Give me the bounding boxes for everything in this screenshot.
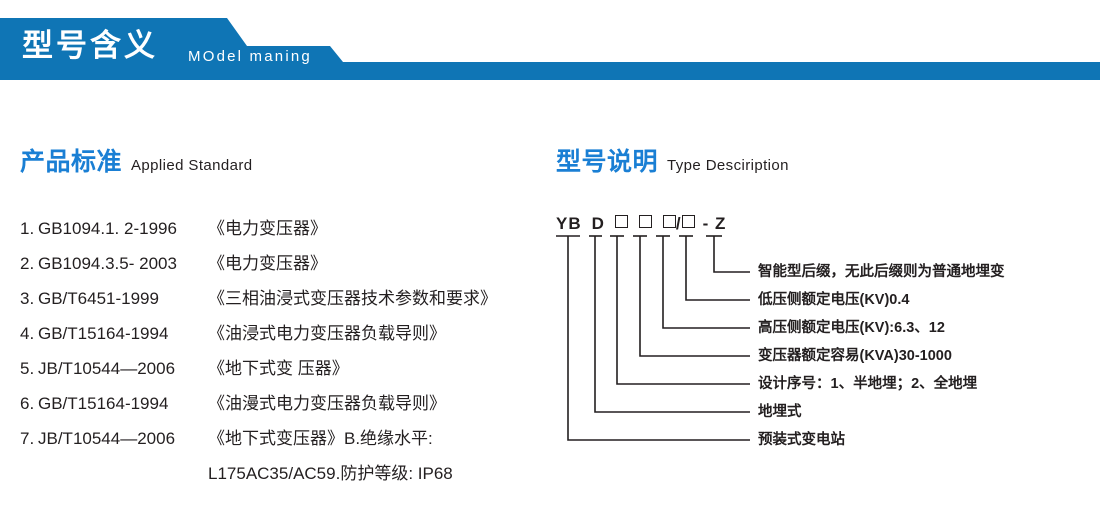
legend-item-buried-type: 地埋式: [758, 404, 802, 420]
list-item-code: GB1094.1. 2-1996: [38, 219, 177, 238]
list-item-title: 《三相油浸式变压器技术参数和要求》: [208, 289, 497, 308]
type-code-string: YB D / - Z: [556, 214, 726, 234]
list-item-code: GB1094.3.5- 2003: [38, 254, 177, 273]
section-heading-standard: 产品标准 Applied Standard: [20, 142, 253, 178]
page-header-banner: 型号含义 MOdel maning: [0, 0, 1100, 92]
section-heading-standard-en: Applied Standard: [131, 157, 253, 174]
list-item-title: 《电力变压器》: [208, 254, 327, 273]
section-heading-type-en: Type Desciription: [667, 157, 789, 174]
list-item-title: 《电力变压器》: [208, 219, 327, 238]
legend-item-hv-voltage: 高压侧额定电压(KV):6.3、12: [758, 320, 945, 336]
list-item-number: 5.: [20, 359, 35, 378]
legend-item-prefab-station: 预装式变电站: [758, 432, 845, 448]
continuation-spacer: [20, 459, 208, 494]
applied-standards-list: 1. GB1094.1. 2-1996 《电力变压器》 2. GB1094.3.…: [20, 214, 550, 494]
legend-item-smart-suffix: 智能型后缀，无此后缀则为普通地埋变: [758, 264, 1005, 280]
list-item-continuation: L175AC35/AC59.防护等级: IP68: [20, 459, 550, 494]
list-item: 4. GB/T15164-1994 《油浸式电力变压器负载导则》: [20, 319, 550, 354]
list-item: 2. GB1094.3.5- 2003 《电力变压器》: [20, 249, 550, 284]
type-code-letter: D: [591, 214, 605, 233]
list-item-title: 《油浸式电力变压器负载导则》: [208, 324, 446, 343]
banner-shape: [0, 18, 1100, 80]
list-item-number: 1.: [20, 219, 35, 238]
list-item-number: 3.: [20, 289, 35, 308]
type-code-suffix: - Z: [702, 214, 727, 233]
type-code-slash: /: [675, 214, 682, 233]
type-code-prefix: YB: [556, 214, 582, 233]
continuation-text: L175AC35/AC59.防护等级: IP68: [208, 464, 453, 483]
legend-item-rated-capacity: 变压器额定容易(KVA)30-1000: [758, 348, 952, 364]
type-legend-list: 智能型后缀，无此后缀则为普通地埋变 低压侧额定电压(KV)0.4 高压侧额定电压…: [758, 258, 1100, 454]
section-heading-type: 型号说明 Type Desciription: [556, 142, 789, 178]
type-code-box-1: [614, 215, 628, 228]
list-item-number: 6.: [20, 394, 35, 413]
list-item-code: JB/T10544—2006: [38, 429, 176, 448]
banner-title-cn: 型号含义: [22, 28, 158, 63]
type-code-diagram: YB D / - Z 智能型后缀，无此后缀则为普通地埋变 低压侧额定电压(KV)0.4…: [550, 214, 1100, 474]
list-item: 1. GB1094.1. 2-1996 《电力变压器》: [20, 214, 550, 249]
list-item-title: 《地下式变 压器》: [208, 359, 349, 378]
list-item-code: GB/T15164-1994: [38, 324, 169, 343]
list-item-number: 4.: [20, 324, 35, 343]
list-item: 3. GB/T6451-1999 《三相油浸式变压器技术参数和要求》: [20, 284, 550, 319]
list-item-title: 《油漫式电力变压器负载导则》: [208, 394, 446, 413]
list-item: 5. JB/T10544—2006 《地下式变 压器》: [20, 354, 550, 389]
list-item-code: GB/T6451-1999: [38, 289, 159, 308]
leader-lines: [556, 235, 750, 441]
list-item: 6. GB/T15164-1994 《油漫式电力变压器负载导则》: [20, 389, 550, 424]
list-item-title: 《地下式变压器》B.绝缘水平:: [208, 429, 433, 448]
list-item-number: 2.: [20, 254, 35, 273]
list-item-number: 7.: [20, 429, 35, 448]
type-code-box-4: [681, 215, 695, 228]
type-code-box-2: [638, 215, 652, 228]
section-heading-standard-cn: 产品标准: [20, 148, 123, 176]
list-item-code: JB/T10544—2006: [38, 359, 176, 378]
banner-title-en: MOdel maning: [188, 48, 312, 65]
legend-item-design-serial: 设计序号：1、半地埋；2、全地埋: [758, 376, 978, 392]
legend-item-lv-voltage: 低压侧额定电压(KV)0.4: [758, 292, 910, 308]
section-heading-type-cn: 型号说明: [556, 148, 659, 176]
list-item: 7. JB/T10544—2006 《地下式变压器》B.绝缘水平:: [20, 424, 550, 459]
list-item-code: GB/T15164-1994: [38, 394, 169, 413]
type-code-box-3: [662, 215, 676, 228]
